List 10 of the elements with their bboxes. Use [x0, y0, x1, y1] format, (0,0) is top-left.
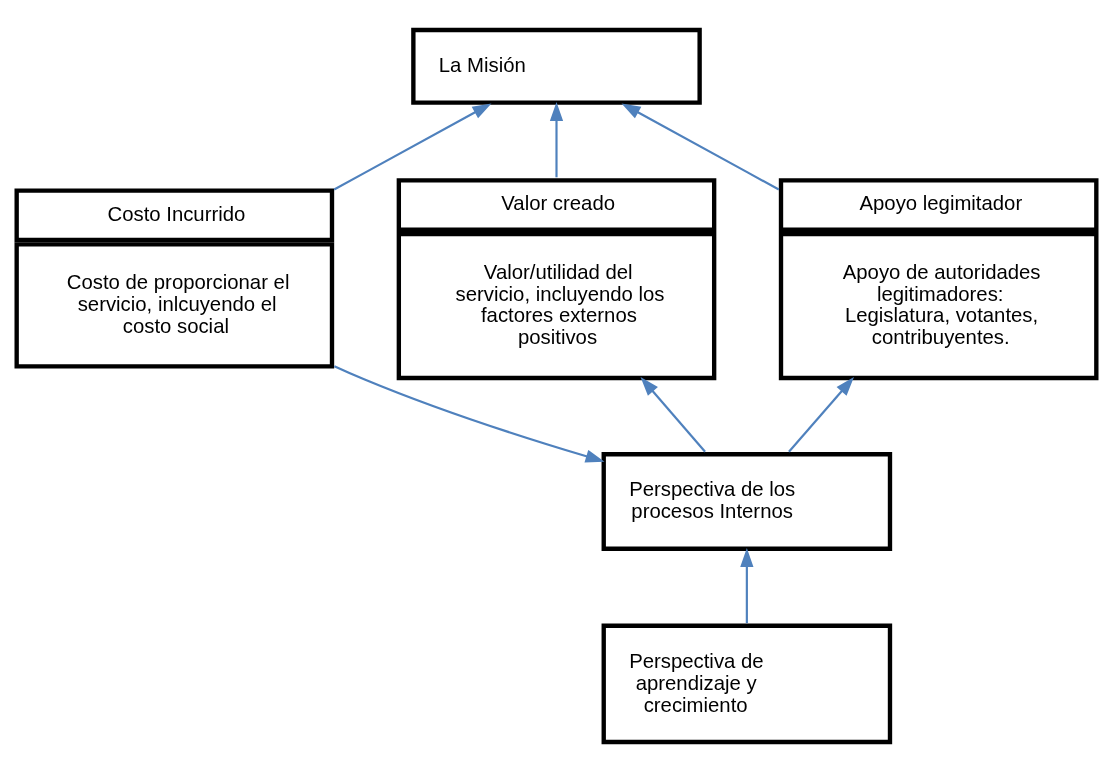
node-box: Perspectiva de aprendizaje y crecimiento	[601, 623, 893, 745]
arrow	[333, 365, 605, 463]
arrow	[640, 377, 706, 453]
arrow	[621, 103, 780, 191]
arrow	[788, 377, 854, 453]
arrow	[740, 548, 754, 624]
node-box: Perspectiva de los procesos Internos	[601, 452, 893, 551]
arrow	[549, 102, 564, 178]
node-box: La Misión	[411, 27, 702, 105]
arrow	[333, 103, 492, 191]
